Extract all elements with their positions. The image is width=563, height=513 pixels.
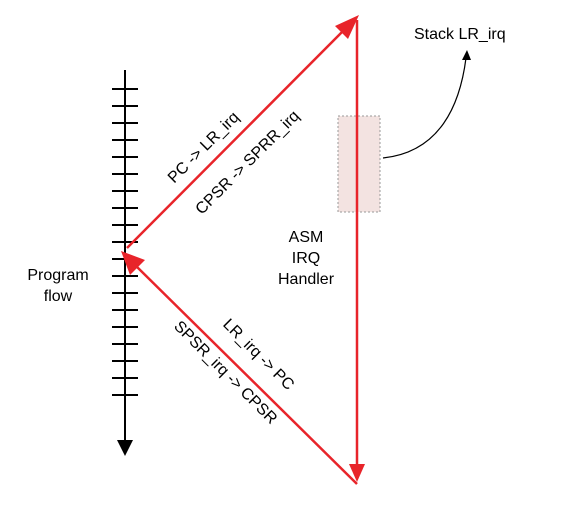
entry-arrow	[126, 26, 348, 249]
handler-label-line2: IRQ	[292, 250, 320, 267]
return-arrowhead-icon	[121, 251, 145, 275]
curved-arrowhead-icon	[462, 50, 471, 60]
program-flow-label-line2: flow	[44, 288, 73, 305]
entry-cpsr-label: CPSR -> SPRR_irq	[193, 108, 303, 218]
exit-spsr-label: SPSR_irq -> CPSR	[170, 318, 280, 428]
irq-arrows	[126, 20, 359, 485]
handler-label-line1: ASM	[289, 229, 324, 246]
entry-arrowhead-icon	[335, 15, 359, 39]
curved-arrow-icon	[382, 57, 467, 159]
return-arrow	[132, 262, 358, 485]
arrow-down-icon	[117, 440, 133, 456]
stack-box	[337, 115, 381, 213]
timeline-ticks	[112, 88, 138, 396]
handler-label-line3: Handler	[278, 271, 335, 288]
handler-arrowhead-icon	[349, 464, 365, 482]
program-flow-label-line1: Program	[27, 267, 88, 284]
stack-lr-irq-label: Stack LR_irq	[414, 26, 506, 43]
irq-arrowheads	[121, 15, 365, 482]
